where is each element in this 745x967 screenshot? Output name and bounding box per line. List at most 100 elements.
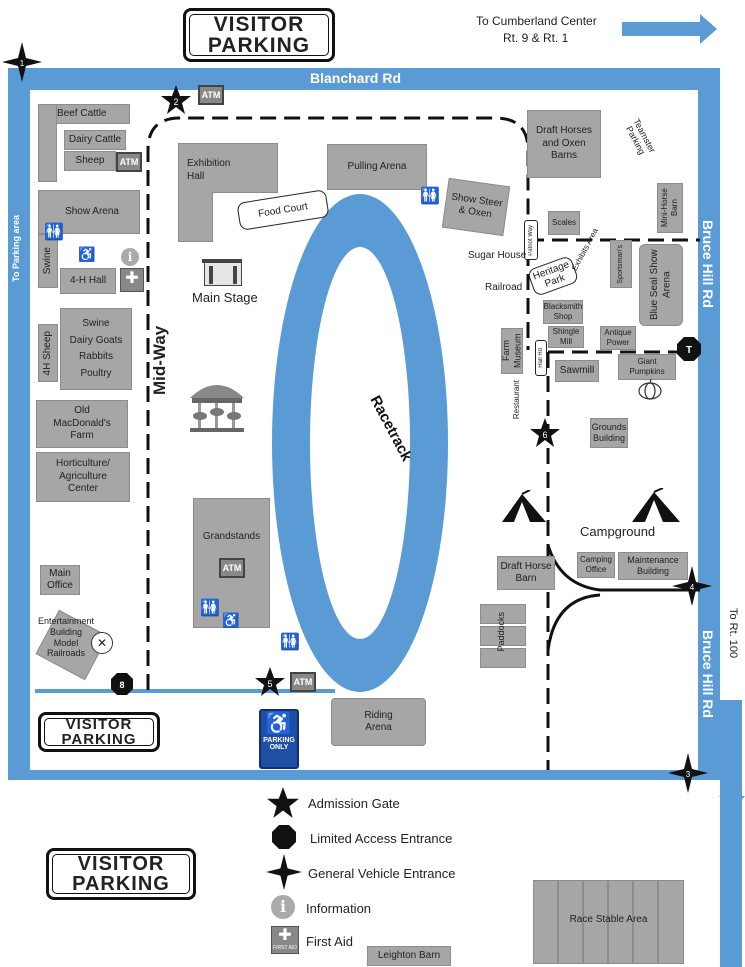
four-h-sheep-label: 4H Sheep bbox=[41, 330, 53, 376]
swine-left-label: Swine bbox=[41, 247, 53, 275]
gate-5-number: 5 bbox=[267, 679, 272, 689]
swine-left-building[interactable]: Swine bbox=[38, 234, 58, 288]
legend-limited-access-icon bbox=[272, 825, 296, 849]
shingle-mill[interactable]: Shingle Mill bbox=[548, 326, 584, 348]
atm-grandstands[interactable]: ATM bbox=[219, 558, 245, 578]
old-macdonalds-farm-building[interactable]: Old MacDonald's Farm bbox=[36, 400, 128, 448]
main-office-line2: Office bbox=[47, 580, 73, 591]
main-office-building[interactable]: Main Office bbox=[40, 565, 80, 595]
rabbits-label: Rabbits bbox=[79, 351, 113, 362]
mini-horse-label: Mini-Horse Barn bbox=[660, 188, 679, 228]
to-cumberland-line2: Rt. 9 & Rt. 1 bbox=[503, 31, 569, 45]
riding-arena-building[interactable]: Riding Arena bbox=[331, 698, 426, 746]
camping-office[interactable]: Camping Office bbox=[577, 552, 615, 578]
sportsmans-building[interactable]: Sportsman's bbox=[610, 240, 632, 288]
legend-general-vehicle-icon bbox=[266, 854, 302, 890]
gate-t-label: T bbox=[686, 345, 692, 356]
sign-line1: VISITOR bbox=[77, 853, 165, 875]
paddocks-block-2 bbox=[480, 626, 526, 646]
wheelchair-icon: ♿ bbox=[78, 246, 96, 262]
bruce-hill-road-label-south: Bruce Hill Rd bbox=[700, 630, 716, 718]
sign-line2: PARKING bbox=[207, 34, 311, 57]
livestock-barn-building[interactable]: Swine Dairy Goats Rabbits Poultry bbox=[60, 308, 132, 390]
campground-label: Campground bbox=[580, 524, 656, 539]
patriot-way-label: Patriot Way bbox=[528, 224, 534, 256]
four-h-hall-building[interactable]: 4-H Hall bbox=[60, 268, 116, 294]
race-stable-area[interactable]: Race Stable Area bbox=[533, 880, 684, 964]
sign-line2: PARKING bbox=[72, 873, 170, 895]
main-office-line1: Main bbox=[49, 567, 71, 579]
model-line1: Model bbox=[53, 637, 79, 648]
leighton-barn[interactable]: Leighton Barn bbox=[367, 946, 451, 966]
bottom-perimeter-road bbox=[8, 770, 720, 780]
blanchard-road bbox=[8, 68, 720, 90]
gate-3-number: 3 bbox=[686, 770, 691, 779]
grandstands-label: Grandstands bbox=[202, 531, 261, 542]
farm-museum-building[interactable]: Farm Museum bbox=[501, 328, 523, 374]
mid-way-label: Mid-Way bbox=[150, 325, 169, 395]
paddocks-block-3 bbox=[480, 648, 526, 668]
atm-gate-2[interactable]: ATM bbox=[198, 85, 224, 105]
restroom-icon: 🚻 bbox=[420, 188, 440, 205]
horticulture-center-building[interactable]: Horticulture/ Agriculture Center bbox=[36, 452, 130, 502]
dairy-cattle-building[interactable]: Dairy Cattle bbox=[64, 130, 126, 150]
poultry-label: Poultry bbox=[80, 367, 112, 379]
sawmill-building[interactable]: Sawmill bbox=[555, 360, 599, 382]
four-h-sheep-building[interactable]: 4H Sheep bbox=[38, 324, 58, 382]
hort-line2: Agriculture bbox=[59, 470, 107, 482]
show-steer-oxen-building[interactable]: Show Steer & Oxen bbox=[441, 177, 511, 237]
old-macdonald-line2: MacDonald's bbox=[53, 417, 111, 429]
old-macdonald-line3: Farm bbox=[70, 430, 94, 442]
legend-limited-access: Limited Access Entrance bbox=[310, 831, 453, 846]
old-macdonald-line1: Old bbox=[74, 405, 90, 417]
legend-first-aid-icon: ✚ FIRST AID bbox=[271, 926, 299, 954]
maintenance-building[interactable]: Maintenance Building bbox=[618, 552, 688, 580]
draft-horse-line1: Draft Horse bbox=[500, 560, 552, 572]
giant-pumpkins-building[interactable]: Giant Pumpkins bbox=[618, 354, 676, 380]
model-line2: Railroads bbox=[47, 648, 86, 659]
information-icon: i bbox=[121, 248, 139, 266]
blacksmith-shop[interactable]: Blacksmith Shop bbox=[543, 300, 583, 324]
grounds-line1: Grounds bbox=[591, 421, 627, 432]
sign-line1: VISITOR bbox=[65, 716, 133, 733]
antique-power[interactable]: Antique Power bbox=[600, 326, 636, 350]
race-stable-label: Race Stable Area bbox=[569, 914, 648, 925]
visitor-parking-sign-top: VISITOR PARKING bbox=[183, 8, 335, 62]
blue-seal-show-arena[interactable]: Blue Seal Show Arena bbox=[639, 244, 683, 326]
sign-line2: PARKING bbox=[61, 731, 137, 748]
show-arena-building[interactable]: Show Arena bbox=[38, 190, 140, 234]
main-stage-label: Main Stage bbox=[192, 290, 258, 305]
exhibition-line2: Hall bbox=[187, 170, 205, 182]
atm-gate-5[interactable]: ATM bbox=[290, 672, 316, 692]
draft-horses-oxen-barns[interactable]: Draft Horses and Oxen Barns bbox=[527, 110, 601, 178]
farm-museum-label: Farm Museum bbox=[500, 333, 522, 369]
gate-2-number: 2 bbox=[173, 97, 178, 107]
pulling-arena-building[interactable]: Pulling Arena bbox=[327, 144, 427, 190]
hort-line3: Center bbox=[67, 483, 98, 495]
left-perimeter-road bbox=[8, 68, 30, 780]
railroad-label: Railroad bbox=[485, 282, 523, 293]
maint-line1: Maintenance bbox=[627, 554, 679, 565]
limited-access-entrance-8: 8 bbox=[111, 673, 133, 695]
bruce-hill-label-text-south: Bruce Hill Rd bbox=[700, 630, 716, 718]
shingle-line1: Shingle bbox=[552, 327, 580, 336]
legend-information-icon: i bbox=[271, 895, 295, 919]
legend-general-vehicle: General Vehicle Entrance bbox=[308, 866, 456, 881]
gate-1-number: 1 bbox=[20, 59, 25, 68]
grounds-building[interactable]: Grounds Building bbox=[590, 418, 628, 448]
restroom-icon: 🚻 bbox=[280, 634, 300, 651]
patriot-way-sign: Patriot Way bbox=[524, 220, 538, 260]
visitor-parking-sign-legend: VISITOR PARKING bbox=[46, 848, 196, 900]
scales-building[interactable]: Scales bbox=[548, 211, 580, 235]
exhibition-line1: Exhibition bbox=[187, 158, 231, 169]
mini-horse-barn[interactable]: Mini-Horse Barn bbox=[657, 183, 683, 233]
pumpkin-icon bbox=[638, 378, 662, 400]
limited-access-entrance-t: T bbox=[677, 337, 701, 361]
exhibition-hall-wing bbox=[178, 192, 213, 242]
draft-horse-barn[interactable]: Draft Horse Barn bbox=[497, 556, 555, 590]
swine-label: Swine bbox=[82, 318, 110, 329]
sheep-building[interactable]: Sheep bbox=[64, 151, 116, 171]
camping-line1: Camping bbox=[579, 555, 612, 564]
exhibition-hall-building[interactable]: Exhibition Hall bbox=[178, 143, 278, 193]
atm-sheep[interactable]: ATM bbox=[116, 152, 142, 172]
